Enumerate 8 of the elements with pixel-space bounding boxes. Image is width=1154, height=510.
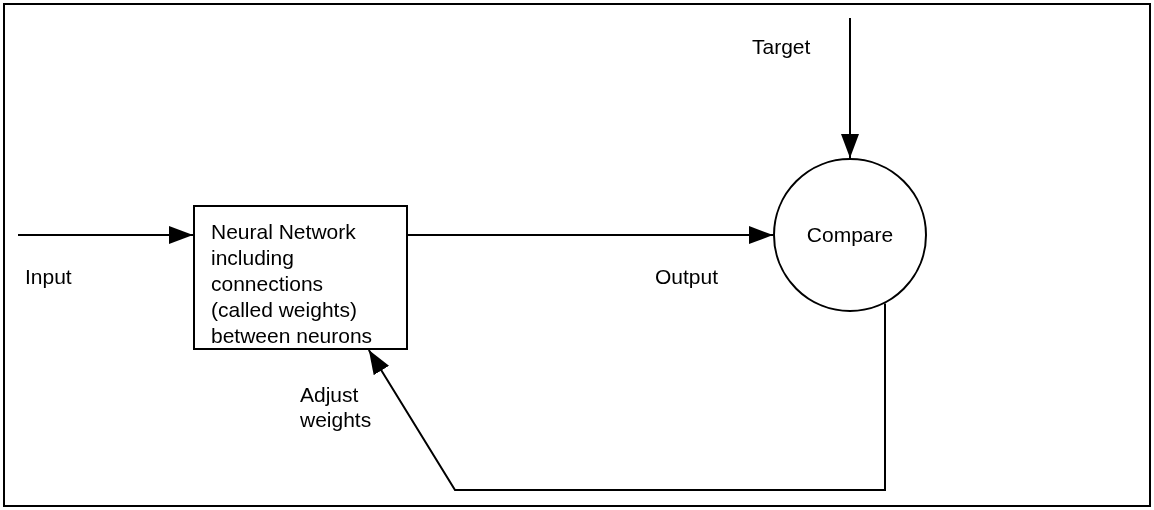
process-box: [193, 205, 408, 350]
arrow: [367, 302, 886, 491]
arrow: [407, 226, 774, 244]
compare-circle: [773, 158, 927, 312]
arrow: [841, 17, 859, 159]
node-text: Compare: [806, 222, 894, 248]
node-text: Neural Network including connections (called weights) between neurons: [211, 220, 373, 347]
arrow: [17, 226, 194, 244]
